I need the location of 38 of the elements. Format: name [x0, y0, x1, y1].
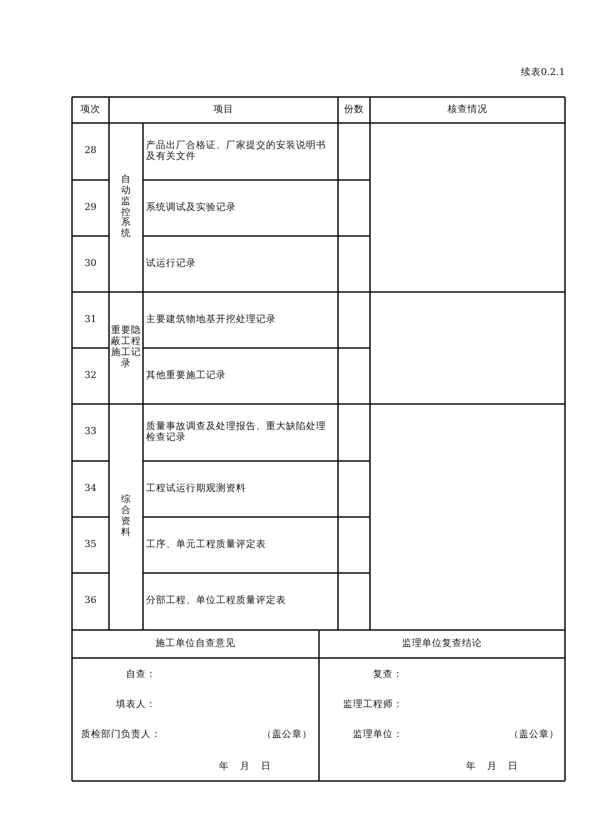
section-header: 施工单位自查意见 [156, 638, 236, 650]
item-text: 其他重要施工记录 [146, 370, 226, 382]
item-text: 试运行记录 [146, 258, 196, 270]
item-text: 产品出厂合格证、厂家提交的安装说明书及有关文件 [146, 140, 327, 162]
row-number: 36 [84, 596, 97, 607]
row-number: 35 [84, 540, 97, 550]
row-number: 32 [84, 370, 97, 382]
field-label: 自查： [126, 670, 156, 680]
category-label: 综合资料 [120, 495, 132, 539]
row-number: 34 [84, 484, 97, 494]
row-number: 33 [84, 427, 97, 438]
section-header: 监理单位复查结论 [402, 638, 482, 650]
column-header: 项目 [214, 104, 234, 116]
stamp-note: （盖公章） [509, 730, 559, 740]
item-text: 工程试运行期观测资料 [146, 484, 246, 494]
date-line: 年 月 日 [218, 762, 272, 772]
row-number: 29 [84, 202, 97, 214]
column-header: 份数 [344, 104, 364, 116]
field-label: 监理工程师： [343, 700, 403, 710]
column-header: 核查情况 [448, 104, 488, 116]
date-line: 年 月 日 [466, 762, 518, 772]
item-text: 质量事故调查及处理报告、重大缺陷处理检查记录 [146, 422, 327, 444]
stamp-note: （盖公章） [262, 730, 312, 740]
category-label: 自动监控系统 [120, 174, 132, 240]
column-header: 项次 [80, 104, 100, 116]
field-label: 复查： [373, 670, 403, 680]
item-text: 系统调试及实验记录 [146, 202, 236, 214]
category-label: 重要隐蔽工程施工记录 [111, 326, 141, 370]
row-number: 31 [84, 314, 97, 326]
field-label: 质检部门负责人： [81, 730, 161, 740]
table-caption: 续表0.2.1 [520, 68, 565, 78]
item-text: 工序、单元工程质量评定表 [146, 540, 266, 550]
field-label: 填表人： [116, 700, 156, 710]
item-text: 主要建筑物地基开挖处理记录 [146, 314, 276, 326]
row-number: 28 [84, 146, 97, 157]
item-text: 分部工程、单位工程质量评定表 [146, 596, 286, 607]
field-label: 监理单位： [353, 730, 403, 740]
row-number: 30 [84, 258, 97, 270]
